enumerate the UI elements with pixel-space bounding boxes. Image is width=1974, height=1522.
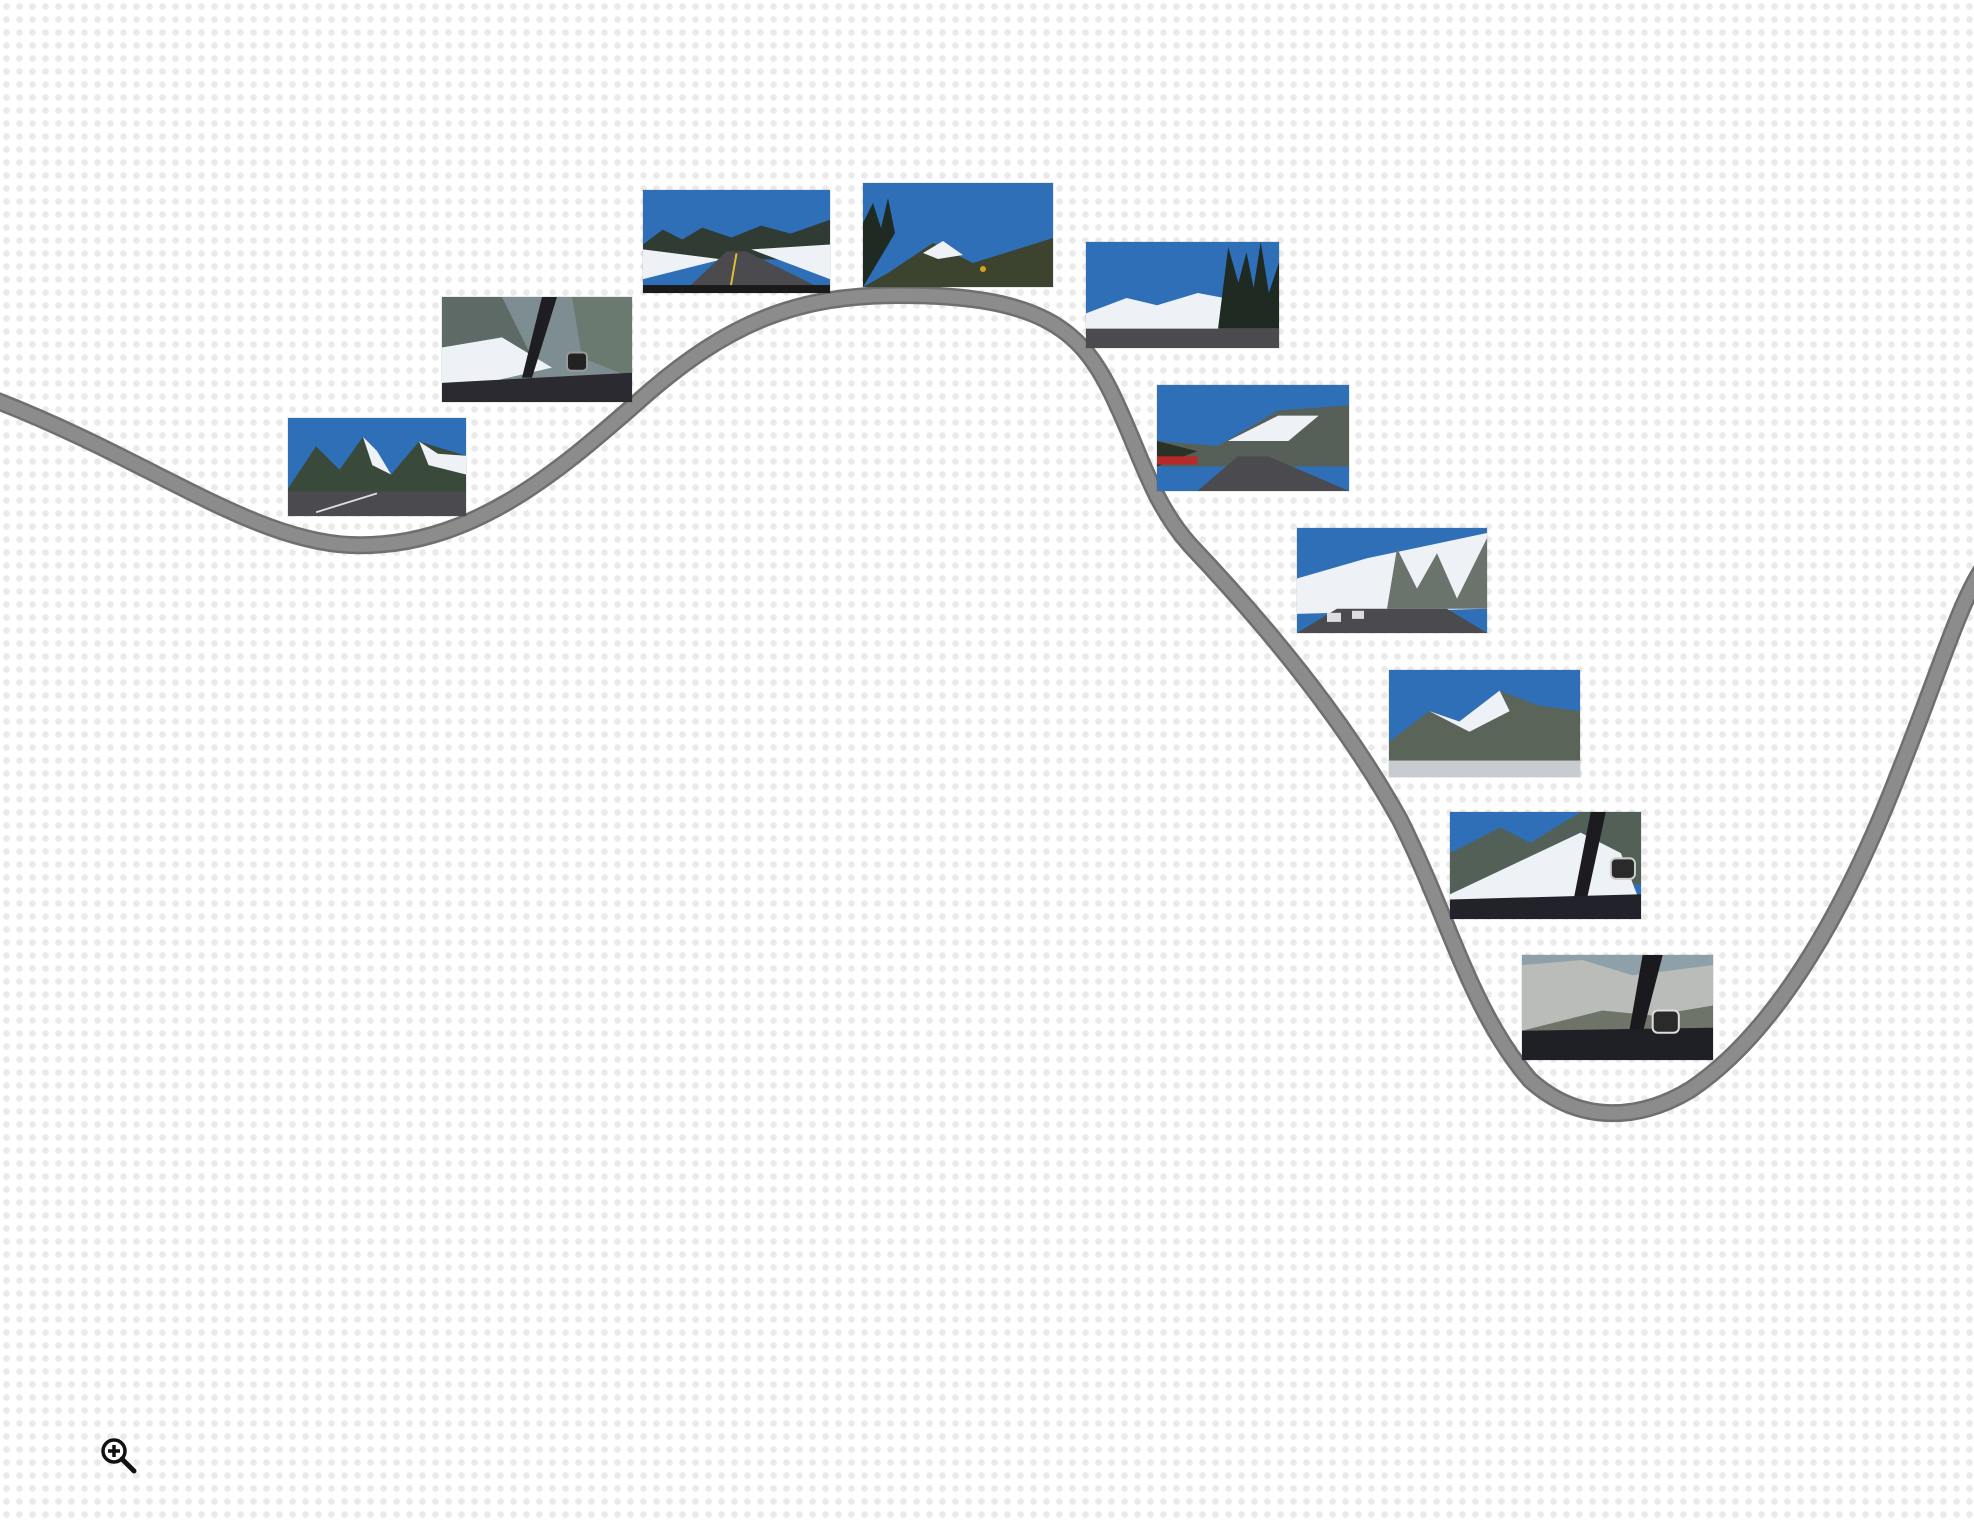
route-photo-thumbnail[interactable] xyxy=(1297,528,1487,633)
zoom-in-magnifier-icon xyxy=(101,1438,137,1474)
photo-image xyxy=(288,418,466,516)
photo-image xyxy=(1157,385,1349,491)
photo-image xyxy=(1522,955,1713,1060)
route-photo-thumbnail[interactable] xyxy=(643,190,830,293)
route-photo-thumbnail[interactable] xyxy=(1450,812,1641,919)
route-photo-thumbnail[interactable] xyxy=(1522,955,1713,1060)
photo-image xyxy=(1389,670,1580,777)
route-photo-thumbnail[interactable] xyxy=(1086,242,1279,348)
route-photo-thumbnail[interactable] xyxy=(1389,670,1580,777)
photo-image xyxy=(1450,812,1641,919)
photo-image xyxy=(1086,242,1279,348)
route-photo-thumbnail[interactable] xyxy=(863,183,1053,287)
photo-image xyxy=(442,297,632,402)
photo-image xyxy=(863,183,1053,287)
route-photo-thumbnail[interactable] xyxy=(442,297,632,402)
photo-image xyxy=(1297,528,1487,633)
photo-image xyxy=(643,190,830,293)
route-photo-thumbnail[interactable] xyxy=(1157,385,1349,491)
zoom-in-control[interactable] xyxy=(98,1435,140,1477)
route-photo-thumbnail[interactable] xyxy=(288,418,466,516)
